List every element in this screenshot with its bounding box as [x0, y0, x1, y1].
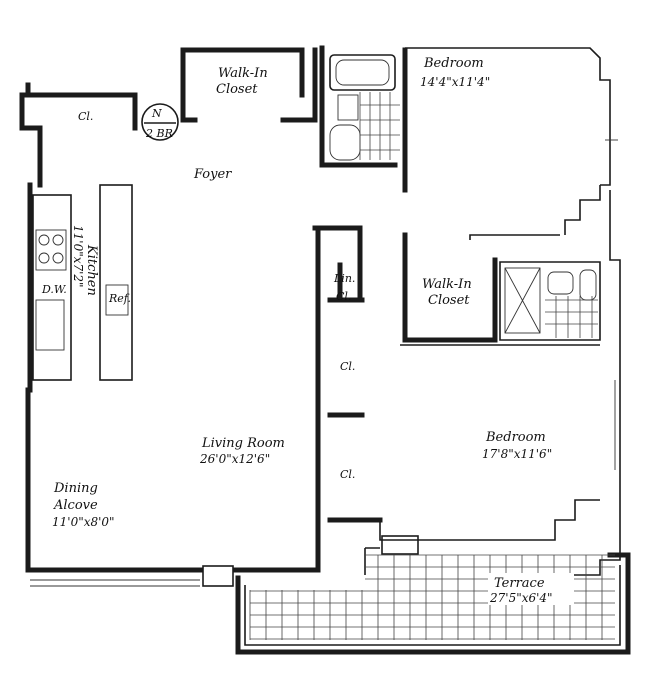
closet-mid-1-label: Cl. [340, 360, 355, 373]
walkin-closet-top-label: Walk-In [218, 66, 268, 81]
bedroom-main-dims: 17'8"x11'6" [482, 447, 552, 461]
terrace-dims: 27'5"x6'4" [489, 591, 553, 605]
kitchen-counters [32, 184, 133, 381]
kitchen-label: Kitchen [84, 244, 99, 296]
terrace-label: Terrace [494, 576, 545, 591]
bedroom-main-label: Bedroom [485, 430, 546, 445]
bath-top-fixtures [329, 54, 400, 161]
compass: N 2 BR [141, 103, 179, 141]
living-room-dims: 26'0"x12'6" [199, 452, 270, 466]
compass-unit-label: 2 BR [145, 127, 173, 140]
linen-closet-label-2: Cl. [336, 290, 351, 303]
foyer-label: Foyer [193, 167, 232, 182]
walkin-closet-top-label-2: Closet [216, 82, 258, 97]
linen-closet-label: Lin. [333, 272, 355, 285]
compass-north-label: N [151, 107, 162, 120]
terrace-label-bg [488, 573, 574, 605]
walkin-closet-mid-label: Walk-In [422, 277, 472, 292]
dining-alcove-label: Dining [53, 481, 98, 496]
living-room-label: Living Room [201, 436, 285, 451]
bedroom-top-dims: 14'4"x11'4" [420, 75, 490, 89]
kitchen-dims: 11'0"x7'2" [71, 225, 85, 288]
dishwasher-label: D.W. [41, 283, 67, 296]
closet-top-label: Cl. [78, 110, 93, 123]
bedroom-top-label: Bedroom [423, 56, 484, 71]
exterior-walls [19, 45, 621, 576]
refrigerator-label: Ref. [108, 292, 131, 305]
dining-alcove-label-2: Alcove [53, 498, 98, 513]
walkin-closet-mid-label-2: Closet [428, 293, 470, 308]
windows [30, 139, 618, 587]
bath-mid-fixtures [504, 267, 598, 338]
dining-alcove-dims: 11'0"x8'0" [52, 515, 115, 529]
terrace-outline [235, 547, 631, 655]
closet-mid-2-label: Cl. [340, 468, 355, 481]
